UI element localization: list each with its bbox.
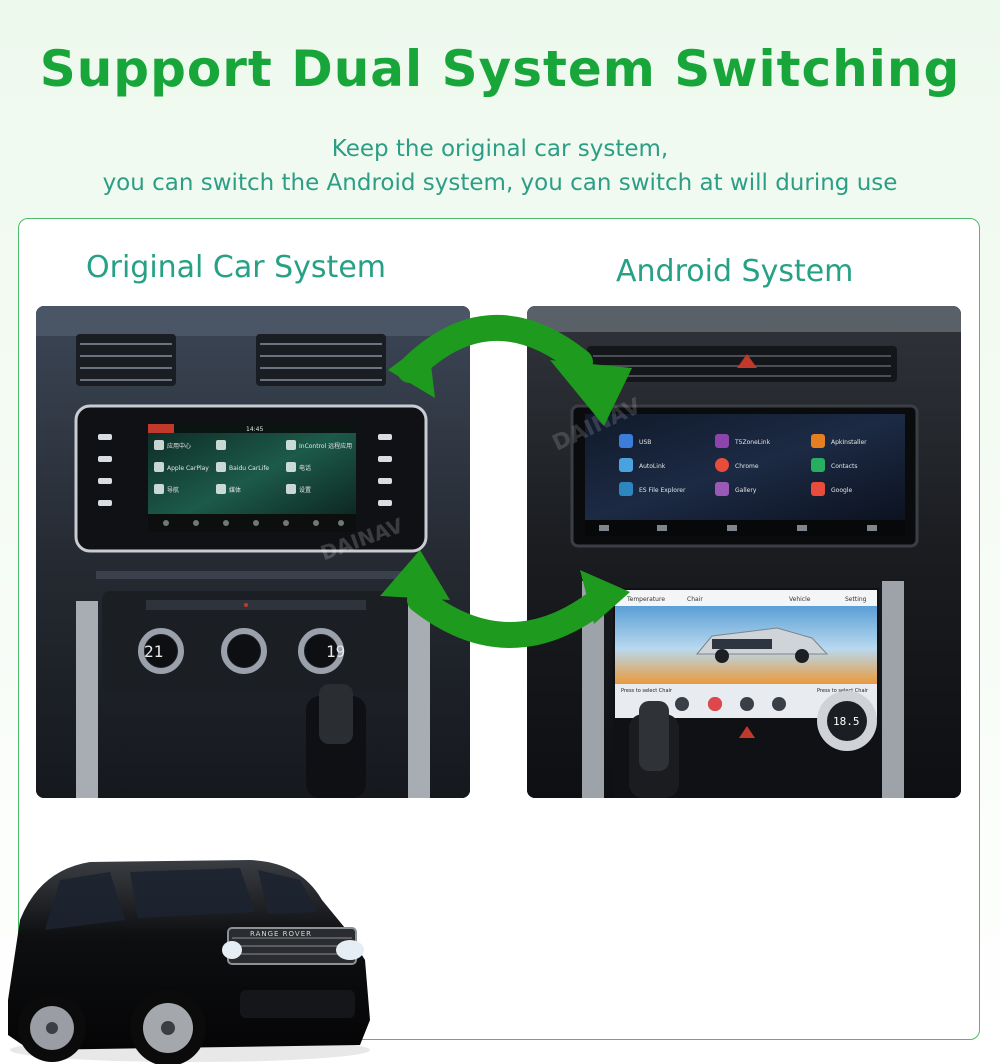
app-label: ES File Explorer (639, 487, 686, 494)
app-label: Gallery (735, 487, 757, 494)
climate-tab: Vehicle (789, 596, 811, 603)
app-label: 设置 (299, 486, 311, 494)
climate-tab: Setting (845, 596, 867, 603)
app-label: T5ZoneLink (734, 439, 771, 446)
app-label: 导航 (167, 486, 179, 494)
climate-prompt-right: Press to select Chair (817, 688, 869, 694)
left-temp-readout: 21 (144, 642, 163, 661)
climate-temp-readout: 18.5 (833, 715, 860, 728)
original-system-photo: 14:45 应用中心 Apple CarPlay Baidu CarLife I… (36, 306, 470, 798)
app-label: Baidu CarLife (229, 465, 269, 472)
app-label: 媒体 (229, 486, 241, 494)
app-label: USB (639, 439, 651, 446)
page-headline: Support Dual System Switching (39, 40, 961, 98)
android-system-label: Android System (616, 254, 854, 289)
climate-tab: Chair (687, 596, 703, 603)
app-label: Apple CarPlay (167, 465, 209, 472)
screen-time: 14:45 (246, 426, 263, 433)
app-label: InControl 远程应用 (299, 442, 352, 450)
climate-tab: Temperature (626, 596, 665, 603)
app-label: Google (831, 487, 852, 494)
app-label: Chrome (735, 463, 759, 470)
original-system-label: Original Car System (86, 250, 386, 285)
car-badge: RANGE ROVER (250, 930, 312, 938)
app-label: ApkInstaller (831, 439, 867, 446)
app-label: AutoLink (639, 463, 666, 470)
subtitle-line-2: you can switch the Android system, you c… (102, 170, 898, 196)
climate-prompt-left: Press to select Chair (621, 688, 673, 694)
subtitle-line-1: Keep the original car system, (331, 136, 669, 162)
android-system-photo: USB T5ZoneLink ApkInstaller AutoLink Chr… (527, 306, 961, 798)
suv-image: RANGE ROVER (0, 850, 375, 1064)
app-label: 电话 (299, 464, 311, 472)
app-label: 应用中心 (167, 442, 191, 450)
app-label: Contacts (831, 463, 857, 470)
right-temp-readout: 19 (326, 642, 345, 661)
